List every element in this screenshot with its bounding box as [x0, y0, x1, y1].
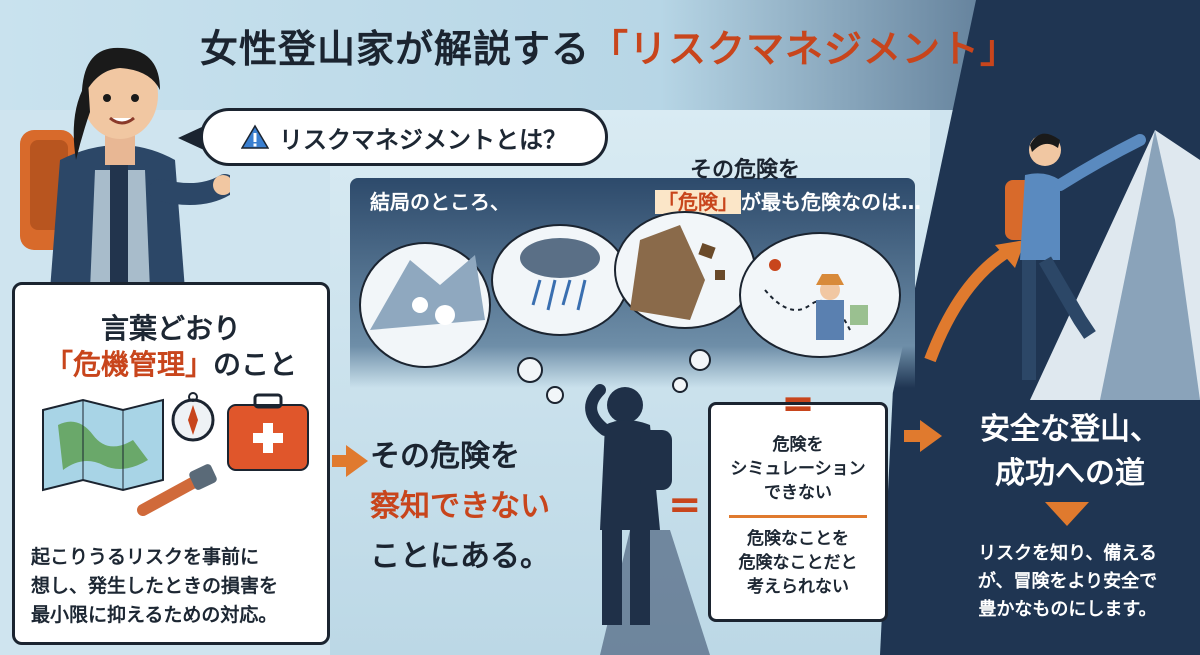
title-prefix: 女性登山家が解説する — [200, 27, 591, 71]
success-heading: 安全な登山、 成功への道 — [960, 408, 1180, 496]
card-equals-sign: = — [781, 381, 815, 427]
thought-bubbles-illustration — [359, 211, 901, 404]
thought-label: 結局のところ、 — [370, 190, 510, 214]
definition-heading-line1: 言葉どおり — [100, 312, 241, 345]
success-body-line: リスクを知り、備える — [978, 543, 1157, 564]
definition-body: 起こりうるリスクを事前に 想し、発生したときの損害を 最小限に抑えるための対応。 — [31, 543, 321, 630]
down-arrow-icon — [1045, 502, 1089, 526]
compass-icon — [171, 392, 215, 442]
equals-sign: = — [668, 482, 702, 528]
danger-tag: 「危険」 — [655, 190, 741, 214]
confused-climber-silhouette — [585, 384, 710, 655]
bubble-text: リスクマネジメントとは？ — [279, 125, 567, 154]
explanation-line: できない — [764, 483, 832, 503]
conclusion-line3: ことにある。 — [370, 539, 550, 574]
definition-line: 最小限に抑えるための対応。 — [31, 604, 278, 626]
map-icon — [42, 398, 164, 492]
thought-caption-line1: その危険を — [690, 158, 801, 183]
explanation-line: 危険なことを — [747, 529, 849, 549]
equipment-illustration — [42, 392, 309, 516]
crisis-management-term: 「危機管理」 — [44, 348, 213, 381]
right-arrow-icon — [332, 445, 368, 477]
success-body-line: が、冒険をより安全で — [977, 571, 1158, 592]
conclusion-line2: 察知できない — [370, 489, 550, 524]
definition-card: 言葉どおり 「危機管理」のこと 起こりうるリスクを事前に 想し、発生したときの損… — [12, 282, 330, 645]
explanation-block1: 危険を シミュレーション できない — [711, 433, 885, 505]
first-aid-kit-icon — [227, 393, 309, 471]
explanation-line: 危険なことだと — [738, 553, 858, 573]
speech-bubble-tail — [178, 126, 204, 150]
lost-hiker-icon — [739, 232, 901, 358]
conclusion-line1: その危険を — [370, 439, 520, 474]
thought-caption-rest: が最も危険なのは… — [741, 190, 921, 214]
thought-caption-line2: 「危険」が最も危険なのは… — [655, 186, 921, 215]
explanation-card: = 危険を シミュレーション できない 危険なことを 危険なことだと 考えられな… — [708, 381, 888, 622]
definition-heading-suffix: のこと — [213, 348, 298, 381]
conclusion-text: その危険を 察知できない ことにある。 — [370, 432, 550, 582]
explanation-line: 考えられない — [747, 577, 849, 597]
storm-cloud-icon — [491, 224, 629, 336]
speech-bubble: リスクマネジメントとは？ — [200, 108, 608, 166]
success-body: リスクを知り、備える が、冒険をより安全で 豊かなものにします。 — [945, 540, 1190, 624]
card-divider — [729, 515, 867, 518]
headlamp-icon — [137, 464, 217, 516]
rockfall-icon — [614, 211, 756, 329]
success-heading-line: 安全な登山、 — [980, 412, 1160, 447]
definition-heading-line2: 「危機管理」のこと — [15, 343, 327, 383]
explanation-line: シミュレーション — [730, 459, 866, 479]
explanation-block2: 危険なことを 危険なことだと 考えられない — [711, 527, 885, 599]
definition-line: 想し、発生したときの損害を — [31, 575, 279, 597]
climber-summit-illustration — [924, 130, 1200, 400]
success-body-line: 豊かなものにします。 — [978, 599, 1157, 620]
definition-line: 起こりうるリスクを事前に — [31, 546, 260, 568]
success-heading-line: 成功への道 — [995, 456, 1145, 491]
right-arrow-icon — [904, 420, 942, 452]
warning-icon — [241, 124, 269, 149]
page-title: 女性登山家が解説する「リスクマネジメント」 — [200, 18, 1019, 73]
female-climber-pointing-illustration — [20, 47, 230, 290]
title-accent: 「リスクマネジメント」 — [590, 27, 1020, 71]
avalanche-icon — [359, 242, 491, 368]
explanation-line: 危険を — [772, 435, 824, 455]
